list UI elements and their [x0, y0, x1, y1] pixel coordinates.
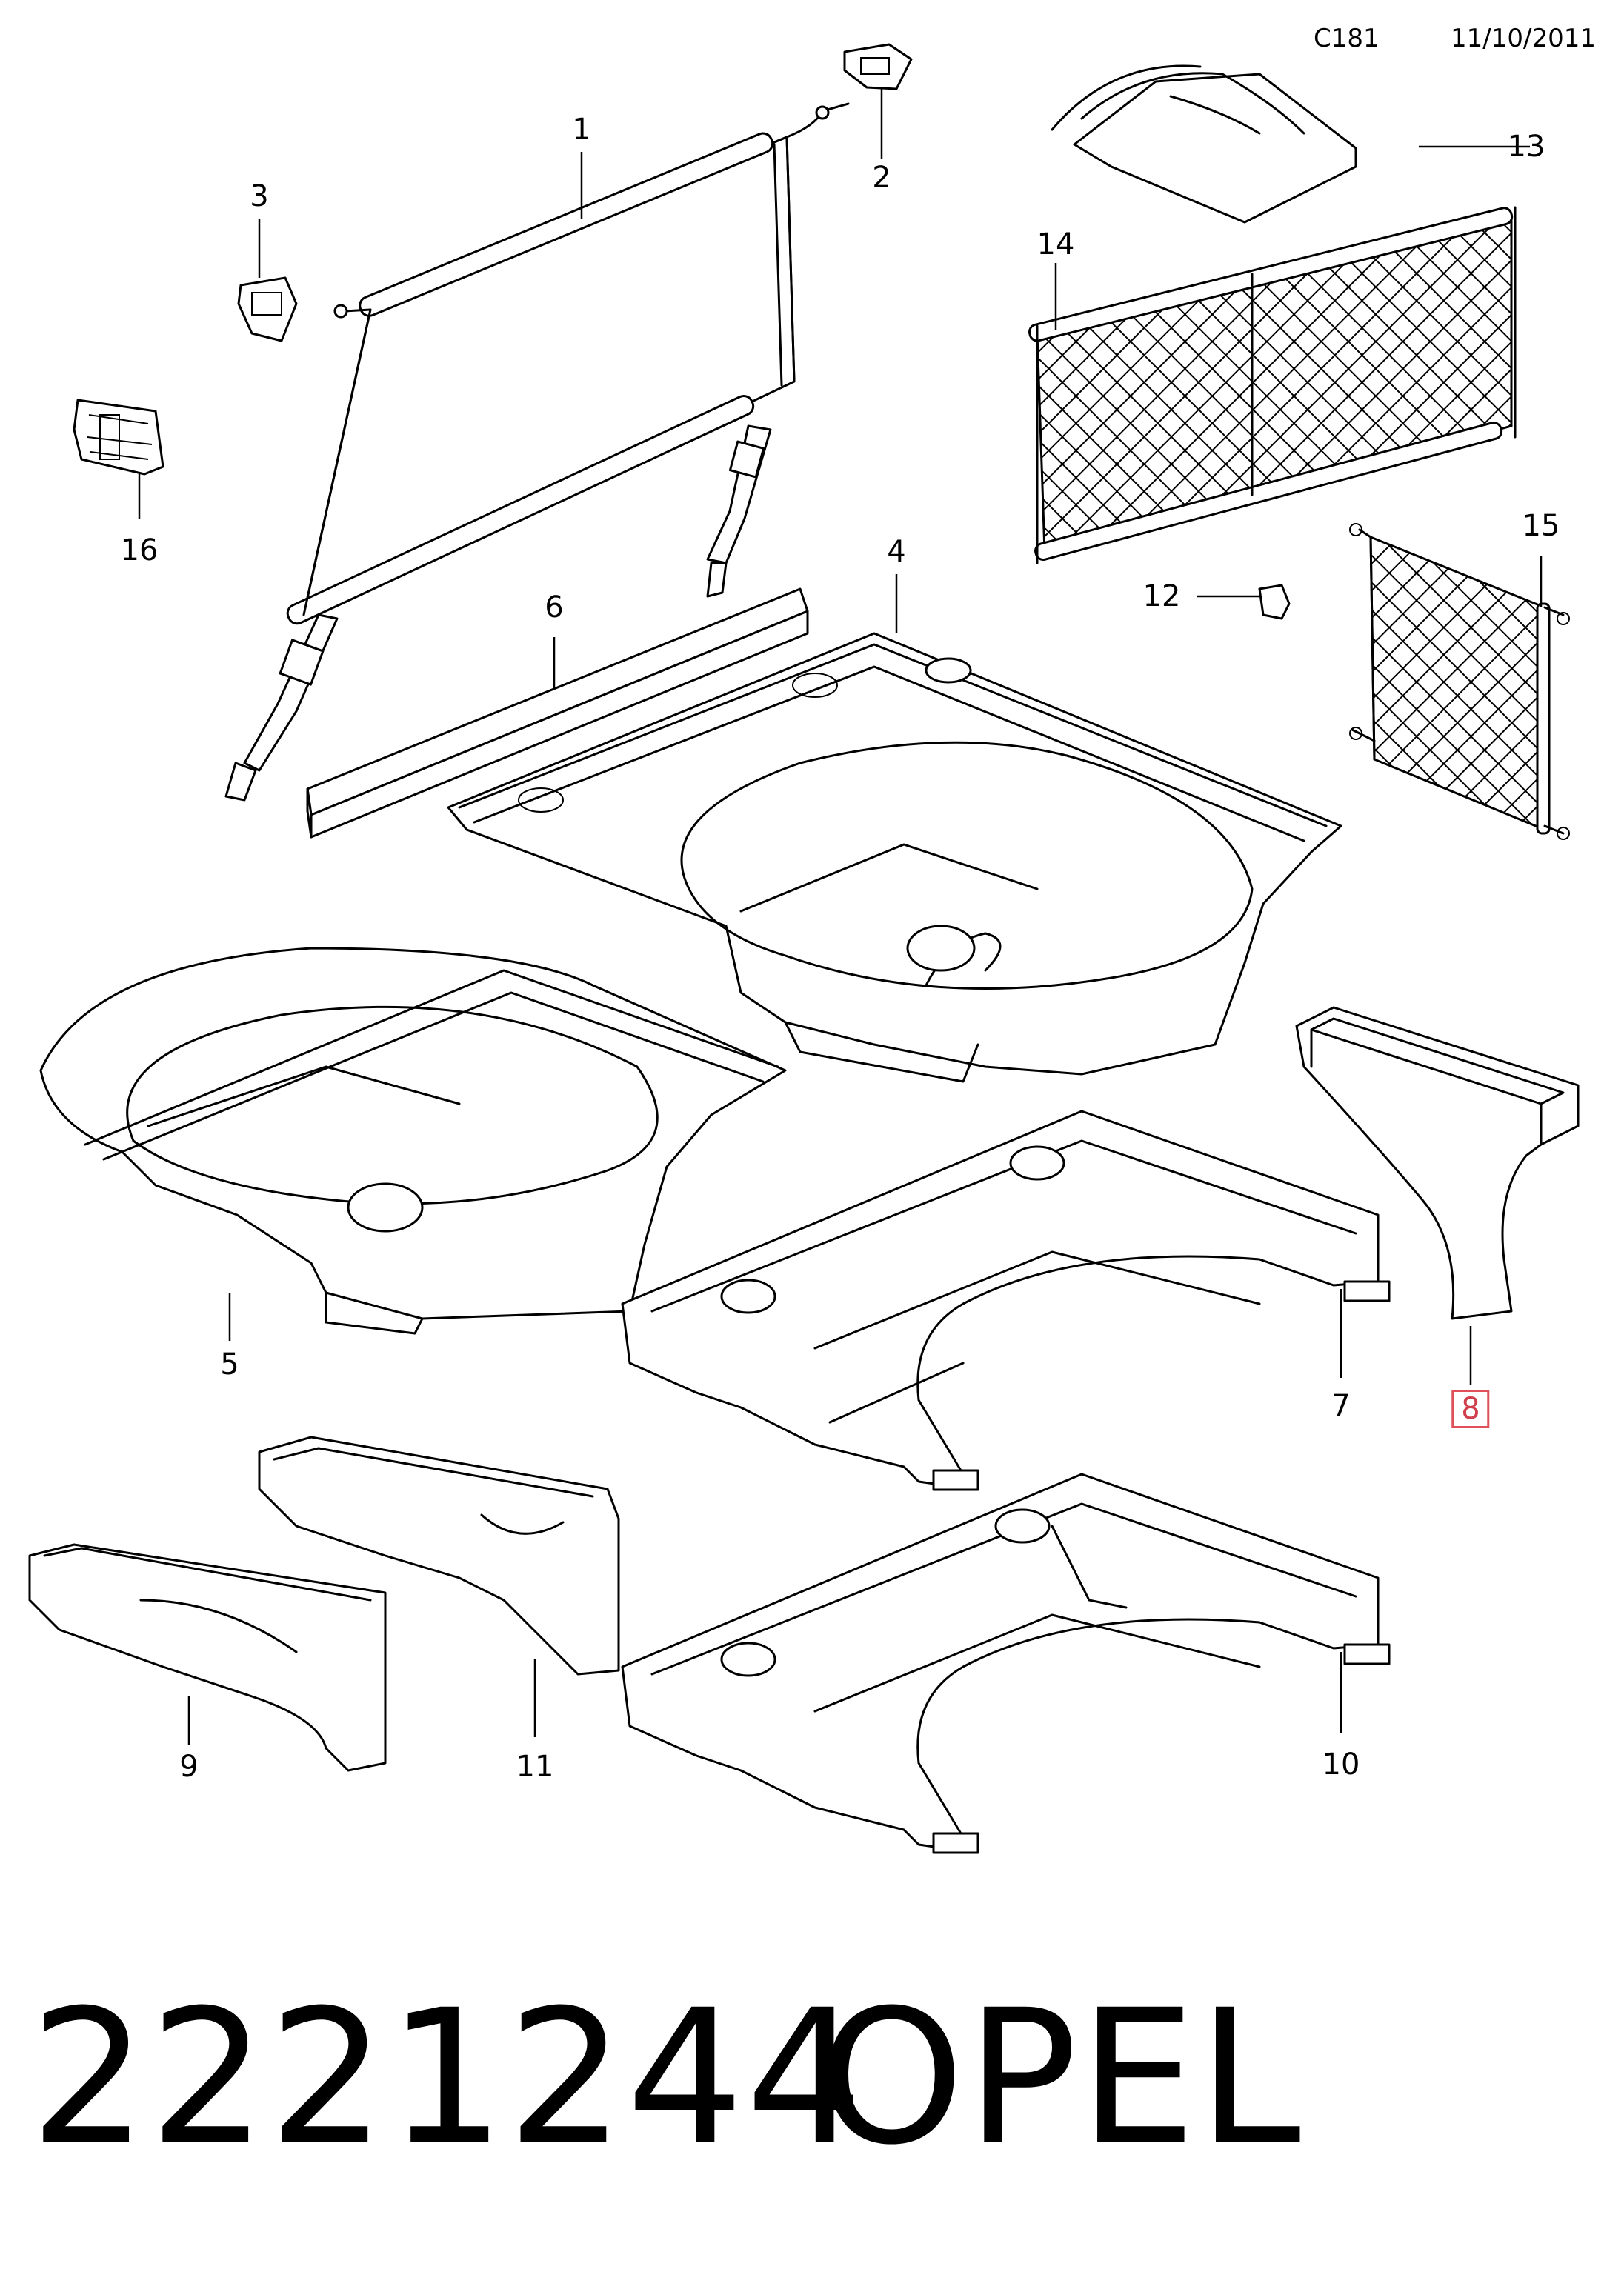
part-9-side-insert	[28, 1543, 387, 1772]
part-10-foam-insert	[621, 1473, 1391, 1854]
callout-10: 10	[1322, 1748, 1360, 1782]
part-6-bar	[306, 587, 809, 839]
callout-5: 5	[220, 1347, 239, 1382]
part-7-foam-insert	[621, 1110, 1391, 1491]
part-16-clip	[73, 399, 164, 476]
callout-12: 12	[1142, 579, 1181, 613]
part-15-cargo-net	[1349, 523, 1570, 840]
callout-11: 11	[516, 1750, 554, 1784]
part-2-bracket	[815, 43, 913, 120]
diagram-date: 11/10/2011	[1451, 24, 1596, 53]
callout-4: 4	[887, 535, 906, 569]
part-8-side-insert	[1295, 1006, 1580, 1320]
diagram-code: C181	[1314, 24, 1380, 53]
part-3-bracket	[237, 276, 298, 342]
brand-name: OPEL	[819, 1970, 1302, 2185]
part-12-clip	[1258, 584, 1291, 620]
part-5-trunk-tray	[39, 947, 787, 1335]
part-11-side-insert	[258, 1436, 620, 1676]
callout-14: 14	[1036, 227, 1075, 261]
callout-3: 3	[250, 179, 269, 213]
callout-7: 7	[1331, 1389, 1351, 1423]
part-14-cargo-net	[1028, 206, 1517, 564]
callout-9: 9	[179, 1750, 199, 1784]
leader-lines	[138, 89, 1543, 1745]
callout-16: 16	[120, 533, 159, 567]
part-number: 2221244	[30, 1970, 865, 2185]
callout-6: 6	[545, 590, 564, 624]
callout-2: 2	[872, 161, 891, 195]
part-13-bag	[1051, 64, 1357, 224]
callout-13: 13	[1507, 130, 1545, 164]
callout-1: 1	[572, 113, 591, 147]
callout-15: 15	[1522, 509, 1560, 543]
callout-8-highlighted[interactable]: 8	[1451, 1390, 1490, 1428]
part-4-trunk-tray	[447, 632, 1342, 1083]
part-1-cargo-blind	[224, 102, 850, 802]
